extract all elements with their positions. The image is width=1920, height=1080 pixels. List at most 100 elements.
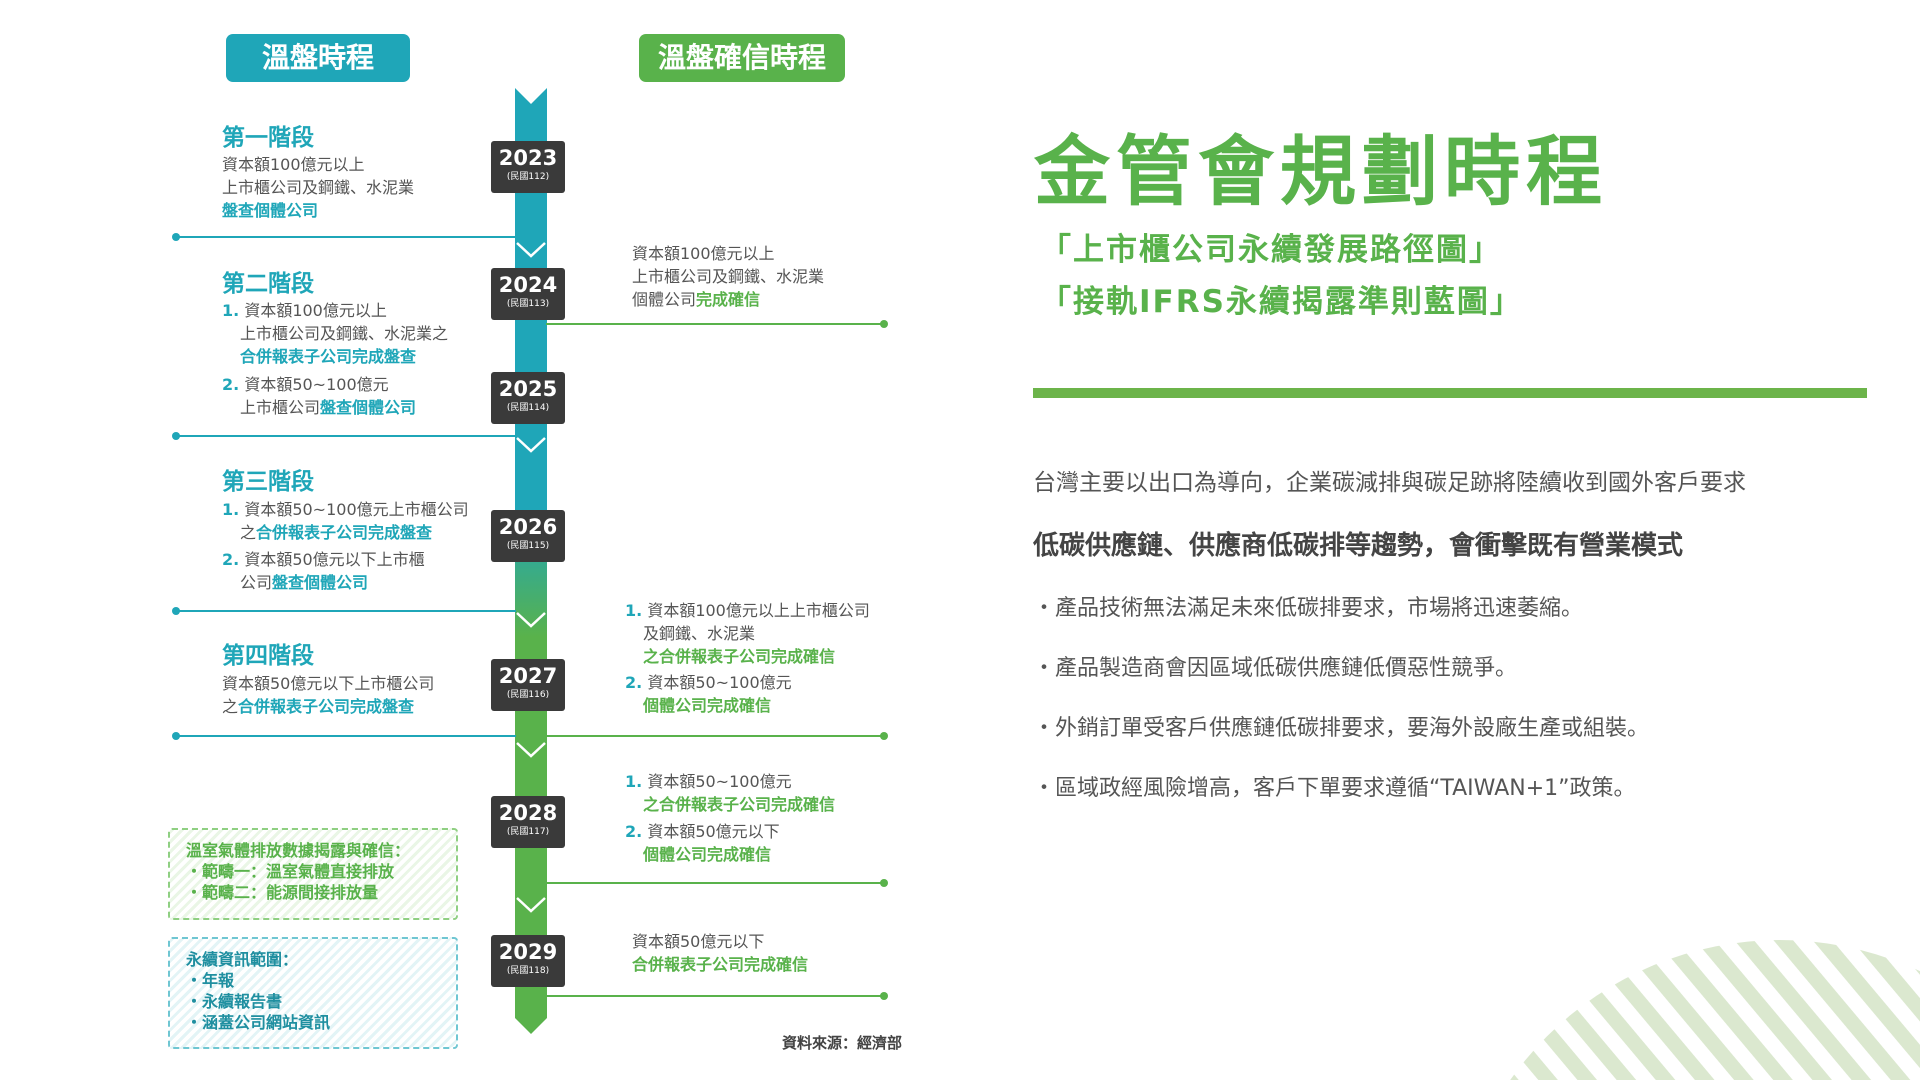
assurance-2-item1-line2: 及鋼鐵、水泥業 <box>643 624 756 643</box>
assurance-1-line2: 上市櫃公司及鋼鐵、水泥業 <box>632 267 825 286</box>
stage-3-item1-line2: 之合併報表子公司完成盤查 <box>240 521 432 544</box>
stage-2-item1: 1. 資本額100億元以上 <box>222 299 387 322</box>
main-title: 金管會規劃時程 <box>1034 127 1608 216</box>
assurance-divider-2 <box>546 735 884 737</box>
stage-divider-dot-1 <box>172 233 180 241</box>
right-header: 溫盤確信時程 <box>639 34 845 82</box>
assurance-2-item2-num: 2. <box>625 673 643 692</box>
stage-3-item2: 2. 資本額50億元以下上市櫃 <box>222 548 425 571</box>
year-label-2025: 2025(民國114) <box>491 372 565 424</box>
assurance-divider-4 <box>546 995 884 997</box>
assurance-3-item1-line2: 之合併報表子公司完成確信 <box>643 795 836 814</box>
assurance-1-line3: 個體公司完成確信 <box>632 288 760 311</box>
info-scope-box: 永續資訊範圍： ・年報 ・永續報告書 ・涵蓋公司網站資訊 <box>168 937 458 1049</box>
stage-3-item2-line2b: 盤查個體公司 <box>272 573 369 592</box>
stage-3-item2-line1: 資本額50億元以下上市櫃 <box>244 550 425 569</box>
stage-3-item1-num: 1. <box>222 500 240 519</box>
decorative-stripes <box>1460 940 1920 1080</box>
ghg-box-title: 溫室氣體排放數據揭露與確信： <box>186 841 411 860</box>
assurance-3-item2-line2: 個體公司完成確信 <box>643 845 772 864</box>
stage-divider-dot-4 <box>172 732 180 740</box>
ghg-box-item1: ・範疇一：溫室氣體直接排放 <box>186 862 395 881</box>
year-label-2023: 2023(民國112) <box>491 141 565 193</box>
ghg-disclosure-box: 溫室氣體排放數據揭露與確信： ・範疇一：溫室氣體直接排放 ・範疇二：能源間接排放… <box>168 828 458 920</box>
assurance-divider-dot-3 <box>880 879 888 887</box>
stage-2-item1-num: 1. <box>222 301 240 320</box>
assurance-3-item1-line1: 資本額50~100億元 <box>647 772 792 791</box>
stage-3-title: 第三階段 <box>222 469 314 495</box>
assurance-2-item2-line1: 資本額50~100億元 <box>647 673 792 692</box>
assurance-3-item2-num: 2. <box>625 822 643 841</box>
stage-divider-4 <box>176 735 516 737</box>
bullet-1: ・產品技術無法滿足未來低碳排要求，市場將迅速萎縮。 <box>1033 596 1584 621</box>
stage-3-item2-line2: 公司盤查個體公司 <box>240 571 368 594</box>
stage-2-title: 第二階段 <box>222 271 314 297</box>
stage-2-item2-num: 2. <box>222 375 240 394</box>
year-label-2029: 2029(民國118) <box>491 935 565 987</box>
stage-2-item2-line2a: 上市櫃公司 <box>240 398 321 417</box>
assurance-divider-dot-2 <box>880 732 888 740</box>
year-label-2028: 2028(民國117) <box>491 796 565 848</box>
year-label-2024: 2024(民國113) <box>491 268 565 320</box>
info-box-item2: ・永續報告書 <box>186 992 283 1011</box>
stage-3-item1-line1: 資本額50~100億元上市櫃公司 <box>244 500 469 519</box>
assurance-3-item2-line1: 資本額50億元以下 <box>647 822 780 841</box>
stage-2-item2-line2: 上市櫃公司盤查個體公司 <box>240 396 416 419</box>
assurance-2-item2: 2. 資本額50~100億元 <box>625 671 792 694</box>
stage-1-line2: 上市櫃公司及鋼鐵、水泥業 <box>222 178 415 197</box>
source-note: 資料來源：經濟部 <box>782 1034 903 1052</box>
assurance-2-item1-num: 1. <box>625 601 643 620</box>
subtitle-roadmap: 「上市櫃公司永續發展路徑圖」 <box>1040 232 1502 268</box>
stage-3-item1: 1. 資本額50~100億元上市櫃公司 <box>222 498 469 521</box>
stage-3-item2-line2a: 公司 <box>240 573 273 592</box>
stage-divider-1 <box>176 236 516 238</box>
bullet-2: ・產品製造商會因區域低碳供應鏈低價惡性競爭。 <box>1033 656 1518 681</box>
stage-divider-dot-2 <box>172 432 180 440</box>
stage-1-title: 第一階段 <box>222 125 314 151</box>
assurance-1-line1: 資本額100億元以上 <box>632 244 775 263</box>
bullet-4: ・區域政經風險增高，客戶下單要求遵循“TAIWAN+1”政策。 <box>1033 776 1636 801</box>
stage-divider-3 <box>176 610 516 612</box>
stage-2-item2-line2b: 盤查個體公司 <box>320 398 417 417</box>
assurance-divider-dot-1 <box>880 320 888 328</box>
stage-4-title: 第四階段 <box>222 643 314 669</box>
assurance-divider-dot-4 <box>880 992 888 1000</box>
stage-1-line3: 盤查個體公司 <box>222 201 319 220</box>
stage-2-item2: 2. 資本額50~100億元 <box>222 373 389 396</box>
assurance-1-line3a: 個體公司 <box>632 290 697 309</box>
timeline-bar <box>515 88 547 1034</box>
stage-divider-2 <box>176 435 516 437</box>
assurance-1-line3b: 完成確信 <box>696 290 761 309</box>
stage-4-line2a: 之 <box>222 697 239 716</box>
assurance-3-item1: 1. 資本額50~100億元 <box>625 770 792 793</box>
stage-2-item2-line1: 資本額50~100億元 <box>244 375 389 394</box>
assurance-4-line1: 資本額50億元以下 <box>632 932 765 951</box>
stage-2-item1-line2: 上市櫃公司及鋼鐵、水泥業之 <box>240 324 449 343</box>
stage-4-line1: 資本額50億元以下上市櫃公司 <box>222 674 435 693</box>
assurance-2-item1-line1: 資本額100億元以上上市櫃公司 <box>647 601 870 620</box>
bullet-3: ・外銷訂單受客戶供應鏈低碳排要求，要海外設廠生產或組裝。 <box>1033 716 1650 741</box>
trend-statement: 低碳供應鏈、供應商低碳排等趨勢，會衝擊既有營業模式 <box>1033 531 1684 561</box>
left-header: 溫盤時程 <box>226 34 410 82</box>
info-box-title: 永續資訊範圍： <box>186 950 299 969</box>
section-divider <box>1033 388 1867 398</box>
assurance-4-line2: 合併報表子公司完成確信 <box>632 955 809 974</box>
ghg-box-item2: ・範疇二：能源間接排放量 <box>186 883 379 902</box>
assurance-divider-3 <box>546 882 884 884</box>
stage-2-item1-line1: 資本額100億元以上 <box>244 301 387 320</box>
year-label-2026: 2026(民國115) <box>491 510 565 562</box>
stage-3-item2-num: 2. <box>222 550 240 569</box>
stage-3-item1-line2a: 之 <box>240 523 257 542</box>
info-box-item3: ・涵蓋公司網站資訊 <box>186 1013 331 1032</box>
assurance-3-item1-num: 1. <box>625 772 643 791</box>
assurance-divider-1 <box>546 323 884 325</box>
assurance-3-item2: 2. 資本額50億元以下 <box>625 820 780 843</box>
stage-3-item1-line2b: 合併報表子公司完成盤查 <box>256 523 433 542</box>
stage-4-line2b: 合併報表子公司完成盤查 <box>238 697 415 716</box>
assurance-2-item1: 1. 資本額100億元以上上市櫃公司 <box>625 599 870 622</box>
stage-1-line1: 資本額100億元以上 <box>222 155 365 174</box>
stage-2-item1-line3: 合併報表子公司完成盤查 <box>240 347 417 366</box>
subtitle-ifrs: 「接軌IFRS永續揭露準則藍圖」 <box>1040 284 1523 320</box>
assurance-2-item1-line3: 之合併報表子公司完成確信 <box>643 647 836 666</box>
year-label-2027: 2027(民國116) <box>491 659 565 711</box>
